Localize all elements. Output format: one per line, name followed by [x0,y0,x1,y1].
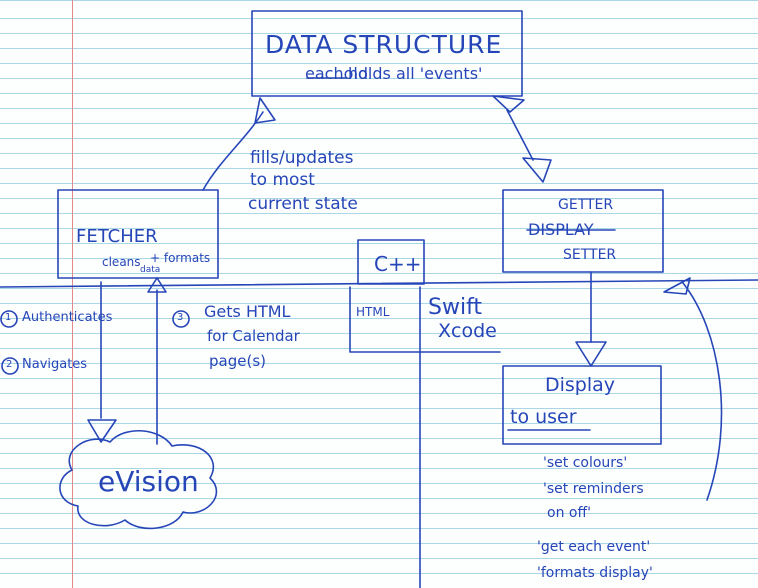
swift-label: Swift [428,295,483,320]
fetcher-box [57,189,219,279]
step-2-circle [1,357,19,375]
display-note-2: 'set reminders [543,481,644,497]
step-1-num: 1 [5,312,12,323]
arrow-head-display [575,341,607,367]
step-3-circle [172,310,190,328]
step-3-num: 3 [177,312,184,323]
lang-box-outline [349,286,501,353]
cpp-label: C++ [374,252,422,276]
display-note-5: 'formats display' [537,565,653,581]
arrow-ds-getter [506,109,534,161]
arrow-head-getter [522,157,552,183]
display-note-1: 'set colours' [543,455,628,471]
display-struck-label: DISPLAY [528,220,594,239]
evision-cloud [59,429,218,530]
data-structure-note: holds all 'events' [348,64,483,83]
data-structure-note-struck: eachold [305,64,368,83]
fetcher-note-data: data [140,265,161,275]
display-note-4: 'get each event' [537,539,651,555]
step-1-text: Authenticates [22,310,113,325]
step-2-text: Navigates [22,357,88,372]
divider-line [0,279,758,288]
getter-setter-box [502,189,664,273]
step-3-line-1: Gets HTML [204,302,291,321]
step-2-num: 2 [6,359,13,370]
html-label: HTML [356,305,390,319]
display-box-line-1: Display [545,374,616,396]
fetcher-title: FETCHER [76,226,158,247]
fetcher-note-cleans: cleans [102,255,141,269]
arrow-head-setter [663,277,691,295]
step-1-circle [0,310,18,328]
step-3-line-2: for Calendar [207,327,300,345]
xcode-label: Xcode [438,320,497,342]
fills-note-line-3: current state [248,194,358,214]
arrow-head-fetcher [254,97,276,124]
display-box [502,365,662,445]
arrow-notes-to-setter [682,282,723,501]
arrow-head-fetcher-up [147,277,167,293]
arrow-fetcher-to-ds [202,111,264,191]
fills-note-line-1: fills/updates [250,148,354,168]
data-structure-title: DATA STRUCTURE [265,30,503,59]
arrow-head-ds [492,95,525,113]
fetcher-note-formats: + formats [150,251,211,265]
data-structure-box [251,10,523,97]
arrow-head-evision [87,419,117,443]
margin-line [72,0,73,588]
display-note-3: on off' [547,505,591,521]
evision-label: eVision [98,465,199,498]
getter-label: GETTER [558,197,614,213]
fills-note-line-2: to most [250,170,315,190]
display-box-line-2: to user [510,406,577,428]
step-3-line-3: page(s) [209,352,266,370]
setter-label: SETTER [563,247,617,263]
